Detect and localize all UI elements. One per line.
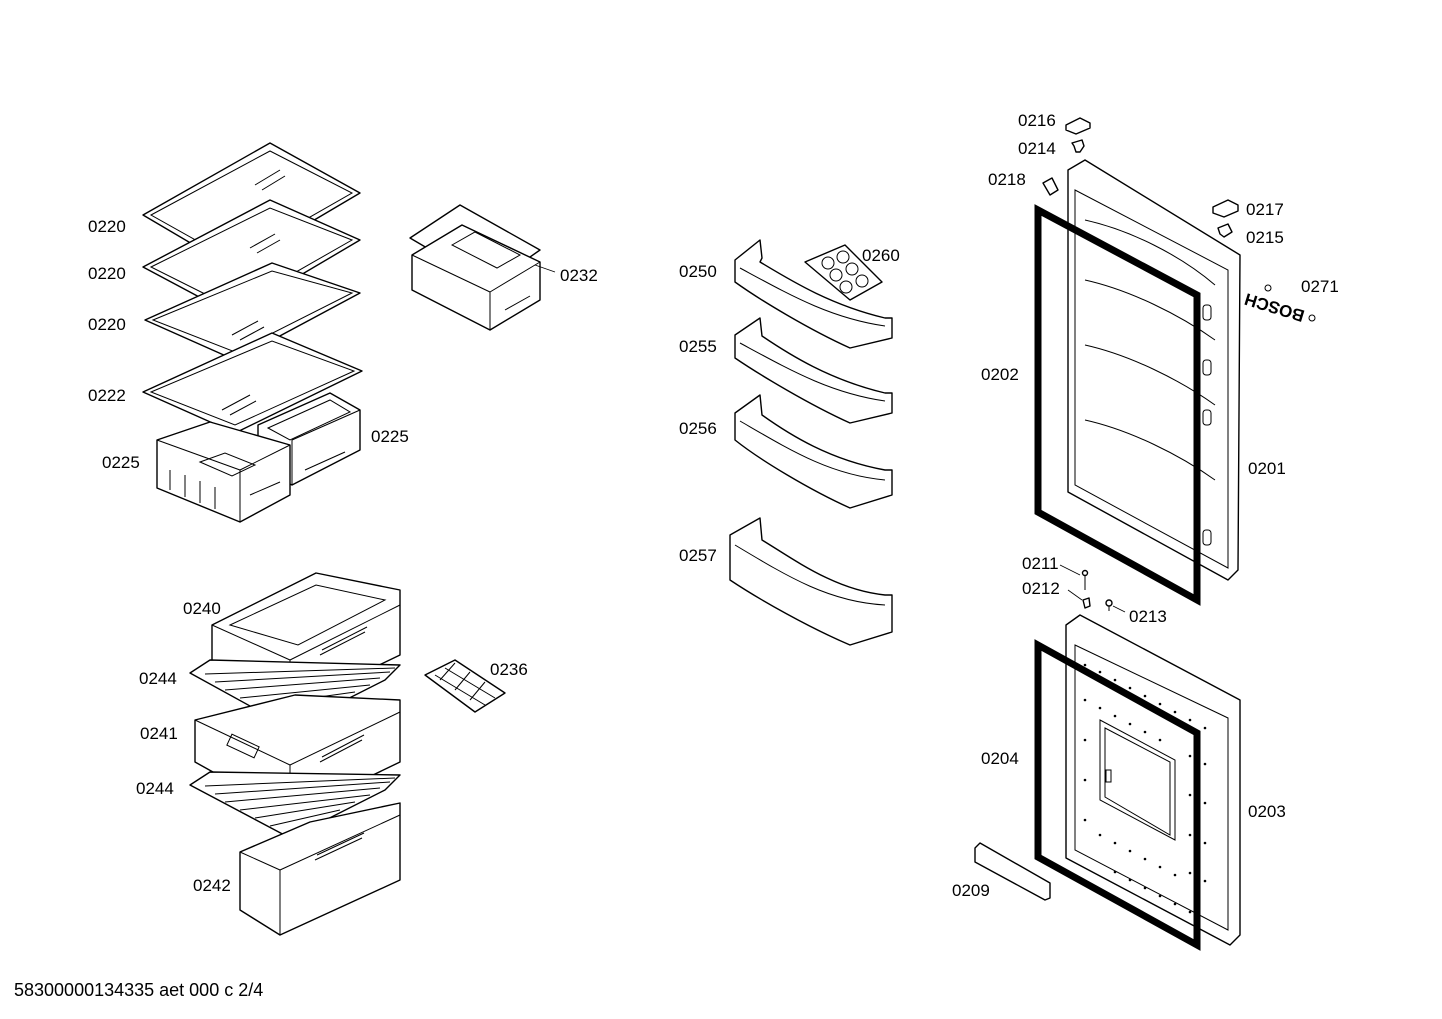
freezer-door-0203: [1065, 614, 1241, 946]
door-panel-dot-pattern: [1083, 663, 1207, 914]
drawing-reference-number: 58300000134335 aet 000 c 2/4: [14, 980, 264, 1000]
callout-0225-right: 0225: [371, 427, 409, 446]
handle-strip-0209: [974, 842, 1051, 901]
callout-0201: 0201: [1248, 459, 1286, 478]
callout-0236: 0236: [490, 660, 528, 679]
callout-0212: 0212: [1022, 579, 1060, 598]
callout-0232: 0232: [560, 266, 598, 285]
callout-labels: 0220 0220 0220 0222 0225 0225 0232 0240 …: [88, 111, 1339, 900]
fridge-door-0201: [1067, 159, 1241, 581]
door-shelf-0255: [734, 317, 893, 424]
hinge-cap-0217: [1212, 199, 1239, 218]
callout-0220-b: 0220: [88, 264, 126, 283]
callout-0202: 0202: [981, 365, 1019, 384]
door-gasket-0204: [1034, 639, 1201, 951]
plate-0218: [1042, 177, 1059, 196]
glass-shelf-0220-third: [144, 262, 361, 361]
ice-cube-tray-0236: [424, 659, 506, 713]
callout-0218: 0218: [988, 170, 1026, 189]
callout-0260: 0260: [862, 246, 900, 265]
screw-0211: [1081, 569, 1089, 590]
wire-rack-0244-lower: [189, 771, 401, 839]
egg-tray-0260: [804, 244, 883, 301]
door-shelf-0257: [729, 517, 893, 646]
cap-0212: [1082, 597, 1091, 609]
callout-0241: 0241: [140, 724, 178, 743]
callout-0242: 0242: [193, 876, 231, 895]
door-shelf-0256: [734, 394, 893, 509]
door-shelf-0250: [734, 239, 893, 349]
freezer-drawer-0242: [239, 802, 401, 936]
callout-0244-upper: 0244: [139, 669, 177, 688]
callout-0255: 0255: [679, 337, 717, 356]
door-gasket-0202: [1034, 204, 1201, 606]
callout-0222: 0222: [88, 386, 126, 405]
hinge-pin-0215: [1217, 223, 1233, 238]
callout-0213: 0213: [1129, 607, 1167, 626]
callout-0257: 0257: [679, 546, 717, 565]
screw-0213: [1105, 599, 1113, 611]
callout-0225-left: 0225: [102, 453, 140, 472]
hinge-pin-0214: [1071, 139, 1085, 153]
glass-shelf-0222: [142, 332, 363, 434]
callout-0250: 0250: [679, 262, 717, 281]
callout-0240: 0240: [183, 599, 221, 618]
drawer-0232: [409, 204, 541, 331]
callout-0217: 0217: [1246, 200, 1284, 219]
callout-0214: 0214: [1018, 139, 1056, 158]
callout-0256: 0256: [679, 419, 717, 438]
callout-0203: 0203: [1248, 802, 1286, 821]
leader-lines: [534, 264, 1126, 613]
callout-0220-c: 0220: [88, 315, 126, 334]
crisper-bin-0225-left: [156, 421, 291, 523]
callout-0244-lower: 0244: [136, 779, 174, 798]
callout-0211: 0211: [1022, 554, 1059, 573]
callout-0216: 0216: [1018, 111, 1056, 130]
callout-0220-a: 0220: [88, 217, 126, 236]
bosch-logo-text: BOSCH: [1242, 289, 1306, 325]
callout-0204: 0204: [981, 749, 1019, 768]
callout-0209: 0209: [952, 881, 990, 900]
hinge-cap-0216: [1065, 117, 1091, 135]
callout-0271: 0271: [1301, 277, 1339, 296]
callout-0215: 0215: [1246, 228, 1284, 247]
